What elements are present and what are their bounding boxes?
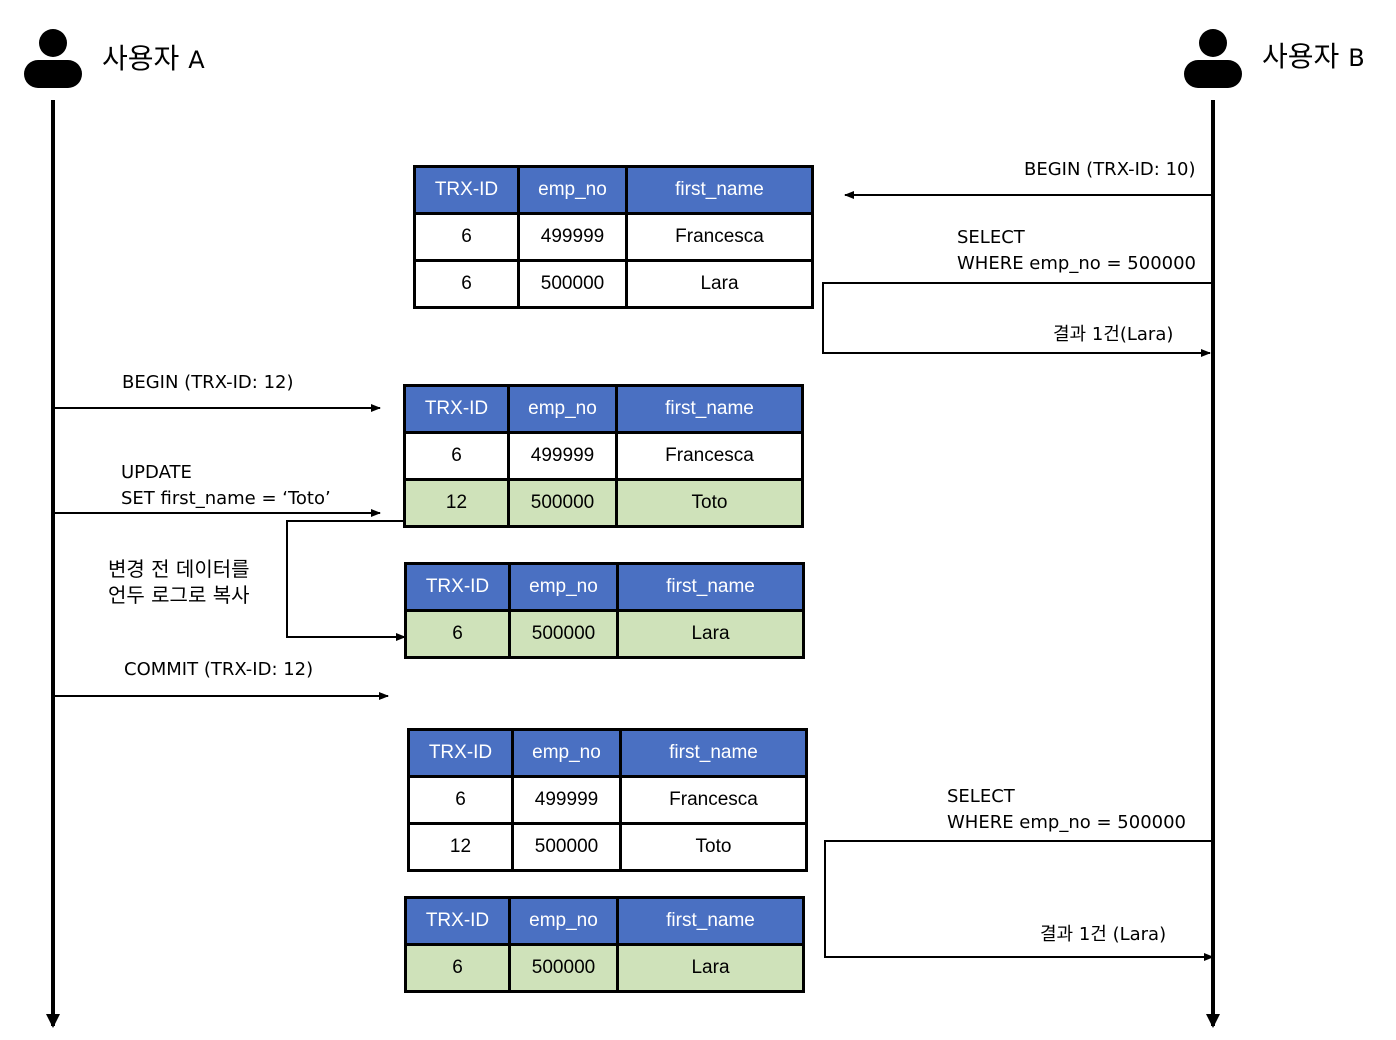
col-header-trx-id: TRX-ID — [413, 165, 520, 215]
cell-first-name: Lara — [616, 943, 805, 993]
label-b-result2: 결과 1건 (Lara) — [1040, 924, 1167, 945]
user-b-name: 사용자 — [1262, 40, 1340, 73]
table-header-row: TRX-ID emp_no first_name — [404, 896, 805, 946]
col-header-first-name: first_name — [615, 384, 804, 434]
cell-emp-no: 499999 — [511, 775, 622, 825]
cell-emp-no: 499999 — [507, 431, 618, 481]
cell-trx-id: 6 — [413, 259, 520, 309]
user-a-name: 사용자 — [102, 42, 180, 75]
col-header-emp-no: emp_no — [508, 562, 619, 612]
person-icon — [1184, 29, 1242, 88]
col-header-emp-no: emp_no — [507, 384, 618, 434]
cell-first-name: Francesca — [619, 775, 808, 825]
label-b-select2-l1: SELECT — [947, 786, 1015, 807]
arrow-undo-copy — [286, 520, 406, 641]
user-a-letter: A — [188, 46, 205, 74]
cell-emp-no: 500000 — [507, 478, 618, 528]
table-header-row: TRX-ID emp_no first_name — [403, 384, 804, 434]
col-header-emp-no: emp_no — [517, 165, 628, 215]
cell-first-name: Toto — [619, 822, 808, 872]
col-header-emp-no: emp_no — [511, 728, 622, 778]
cell-trx-id: 6 — [407, 775, 514, 825]
label-a-begin: BEGIN (TRX-ID: 12) — [122, 372, 294, 393]
label-b-begin: BEGIN (TRX-ID: 10) — [1024, 159, 1196, 180]
person-icon — [24, 29, 82, 88]
label-a-update-l2: SET first_name = ‘Toto’ — [121, 488, 331, 509]
cell-emp-no: 500000 — [508, 943, 619, 993]
label-undo-l2: 언두 로그로 복사 — [108, 583, 250, 607]
col-header-trx-id: TRX-ID — [404, 562, 511, 612]
cell-emp-no: 500000 — [508, 609, 619, 659]
label-b-result1: 결과 1건(Lara) — [1053, 324, 1174, 345]
cell-trx-id: 6 — [403, 431, 510, 481]
label-b-select1-l1: SELECT — [957, 227, 1025, 248]
col-header-trx-id: TRX-ID — [403, 384, 510, 434]
cell-emp-no: 500000 — [517, 259, 628, 309]
label-a-update-l1: UPDATE — [121, 462, 192, 483]
table-header-row: TRX-ID emp_no first_name — [413, 165, 814, 215]
cell-first-name: Francesca — [615, 431, 804, 481]
cell-trx-id: 6 — [404, 943, 511, 993]
cell-emp-no: 499999 — [517, 212, 628, 262]
cell-trx-id: 12 — [403, 478, 510, 528]
cell-first-name: Lara — [625, 259, 814, 309]
col-header-first-name: first_name — [619, 728, 808, 778]
cell-trx-id: 6 — [413, 212, 520, 262]
col-header-emp-no: emp_no — [508, 896, 619, 946]
table-header-row: TRX-ID emp_no first_name — [404, 562, 805, 612]
arrow-b-select2 — [824, 840, 1214, 961]
col-header-first-name: first_name — [625, 165, 814, 215]
cell-trx-id: 12 — [407, 822, 514, 872]
col-header-first-name: first_name — [616, 562, 805, 612]
cell-first-name: Lara — [616, 609, 805, 659]
cell-first-name: Toto — [615, 478, 804, 528]
label-b-select2-l2: WHERE emp_no = 500000 — [947, 812, 1187, 833]
cell-trx-id: 6 — [404, 609, 511, 659]
label-b-select1-l2: WHERE emp_no = 500000 — [957, 253, 1197, 274]
cell-emp-no: 500000 — [511, 822, 622, 872]
user-b-letter: B — [1348, 44, 1365, 72]
label-a-commit: COMMIT (TRX-ID: 12) — [124, 659, 314, 680]
label-undo-l1: 변경 전 데이터를 — [108, 557, 250, 581]
table-header-row: TRX-ID emp_no first_name — [407, 728, 808, 778]
col-header-first-name: first_name — [616, 896, 805, 946]
cell-first-name: Francesca — [625, 212, 814, 262]
col-header-trx-id: TRX-ID — [407, 728, 514, 778]
arrow-b-select1 — [822, 282, 1212, 357]
col-header-trx-id: TRX-ID — [404, 896, 511, 946]
